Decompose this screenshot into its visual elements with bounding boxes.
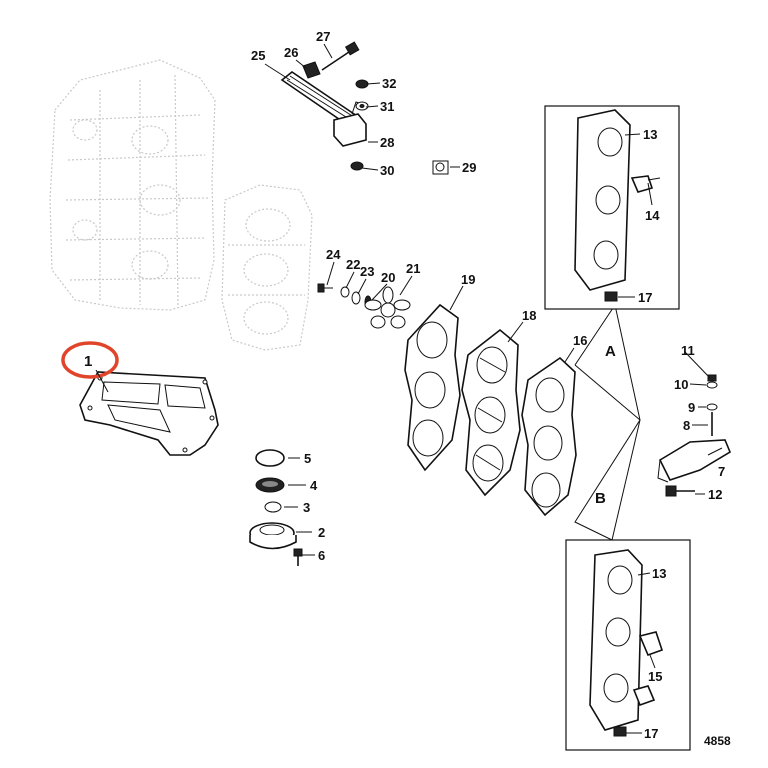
part-30-nut[interactable]: [350, 161, 364, 171]
part-1-gasket[interactable]: [79, 371, 219, 456]
callout-16: 16: [573, 333, 587, 348]
view-label-a: A: [605, 343, 616, 360]
part-32-nut[interactable]: [355, 79, 369, 89]
part-18-reed-block[interactable]: [461, 328, 521, 497]
callout-19: 19: [461, 272, 475, 287]
part-27-bolt[interactable]: [321, 41, 360, 71]
part-31-washer[interactable]: [355, 101, 369, 111]
part-17-bolt-b[interactable]: [613, 726, 627, 737]
callout-2: 2: [318, 525, 325, 540]
callout-20: 20: [381, 270, 395, 285]
leader-lines: [95, 43, 723, 734]
callout-27: 27: [316, 29, 330, 44]
part-29-decal[interactable]: [432, 160, 449, 175]
callout-8: 8: [683, 418, 690, 433]
callout-12: 12: [708, 487, 722, 502]
part-24-bolt[interactable]: [317, 283, 333, 293]
part-11-screw[interactable]: [707, 374, 717, 382]
callout-6: 6: [318, 548, 325, 563]
callout-28: 28: [380, 135, 394, 150]
part-5-o-ring[interactable]: [255, 449, 285, 467]
part-26-clip[interactable]: [302, 61, 321, 79]
part-4-seal[interactable]: [255, 477, 285, 493]
part-17-bolt-a[interactable]: [604, 291, 618, 302]
part-10-washer[interactable]: [706, 381, 718, 389]
callout-11: 11: [681, 343, 695, 358]
detail-box-b: [565, 539, 691, 751]
callout-32: 32: [382, 76, 396, 91]
callout-15: 15: [648, 669, 662, 684]
view-label-b: B: [595, 490, 606, 507]
part-2-housing[interactable]: [249, 522, 297, 550]
drawing-number: 4858: [704, 734, 731, 748]
callout-10: 10: [674, 377, 688, 392]
callout-13-a: 13: [643, 127, 657, 142]
callout-23: 23: [360, 264, 374, 279]
callout-1: 1: [84, 353, 92, 370]
detail-box-a: [544, 105, 680, 310]
callout-7: 7: [718, 464, 725, 479]
part-6-bolt[interactable]: [293, 548, 303, 566]
callout-3: 3: [303, 500, 310, 515]
callout-4: 4: [310, 478, 318, 493]
callout-26: 26: [284, 45, 298, 60]
part-15-fitting-b[interactable]: [632, 631, 664, 707]
callout-24: 24: [326, 247, 341, 262]
callout-22: 22: [346, 257, 360, 272]
part-22-washer[interactable]: [340, 286, 350, 298]
callout-17-a: 17: [638, 290, 652, 305]
part-3-washer[interactable]: [264, 501, 282, 513]
callout-labels: 1 2 3 4 5 6 7 8 9 10 11 12 13 13 14 15 1…: [84, 29, 731, 748]
callout-18: 18: [522, 308, 536, 323]
part-12-bolt[interactable]: [665, 485, 695, 497]
part-9-washer[interactable]: [706, 403, 718, 411]
part-23-seal[interactable]: [351, 291, 361, 305]
part-13-exhaust-cover-a[interactable]: [574, 109, 631, 291]
part-13-exhaust-cover-b[interactable]: [589, 549, 643, 731]
callout-13-b: 13: [652, 566, 666, 581]
callout-31: 31: [380, 99, 394, 114]
part-14-fitting-a[interactable]: [630, 175, 661, 193]
part-21-reed-petals[interactable]: [364, 286, 411, 329]
callout-17-b: 17: [644, 726, 658, 741]
part-16-gasket[interactable]: [521, 356, 577, 517]
cylinder-head-ghost: [221, 184, 313, 351]
callout-30: 30: [380, 163, 394, 178]
part-7-bracket[interactable]: [657, 439, 732, 483]
part-19-gasket[interactable]: [404, 303, 461, 472]
callout-29: 29: [462, 160, 476, 175]
callout-14: 14: [645, 208, 660, 223]
callout-9: 9: [688, 400, 695, 415]
engine-block-ghost: [49, 59, 216, 311]
callout-25: 25: [251, 48, 265, 63]
callout-21: 21: [406, 261, 420, 276]
callout-1-highlight-ring: [61, 341, 119, 379]
callout-5: 5: [304, 451, 311, 466]
